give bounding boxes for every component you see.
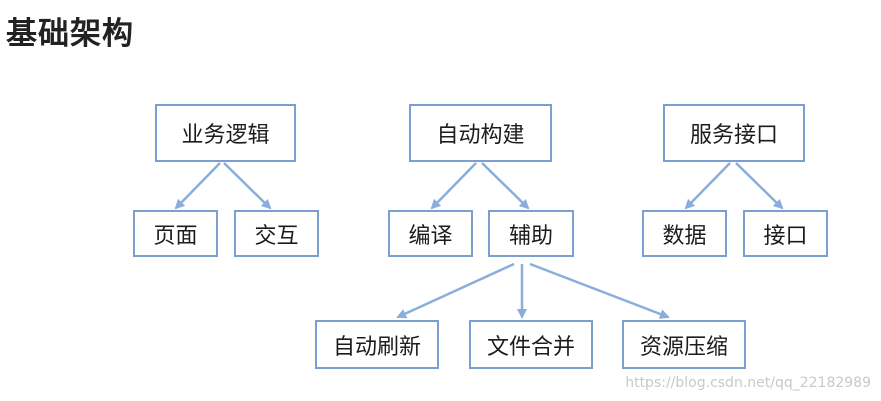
node-page: 页面 [133,210,218,257]
node-auto-build: 自动构建 [409,104,552,162]
node-compile: 编译 [388,210,473,257]
node-file-merge: 文件合并 [469,320,593,369]
arrow-biz-to-page [174,162,221,210]
arrow-svc-to-data [684,162,731,210]
arrow-build-to-compile [430,162,477,210]
node-interface: 接口 [743,210,828,257]
node-resource-compress: 资源压缩 [622,320,746,369]
arrow-build-to-aux [481,162,530,210]
node-interaction: 交互 [234,210,319,257]
arrow-aux-to-compress [529,262,670,319]
node-auto-refresh: 自动刷新 [315,320,439,369]
arrow-biz-to-interaction [223,162,272,210]
arrow-svc-to-interface [735,162,784,210]
node-auxiliary: 辅助 [488,210,574,257]
watermark-text: https://blog.csdn.net/qq_22182989 [625,375,871,391]
node-business-logic: 业务逻辑 [155,104,296,162]
node-data: 数据 [642,210,727,257]
page-title: 基础架构 [6,16,134,52]
node-service-interface: 服务接口 [663,104,805,162]
arrow-aux-to-refresh [396,262,515,319]
